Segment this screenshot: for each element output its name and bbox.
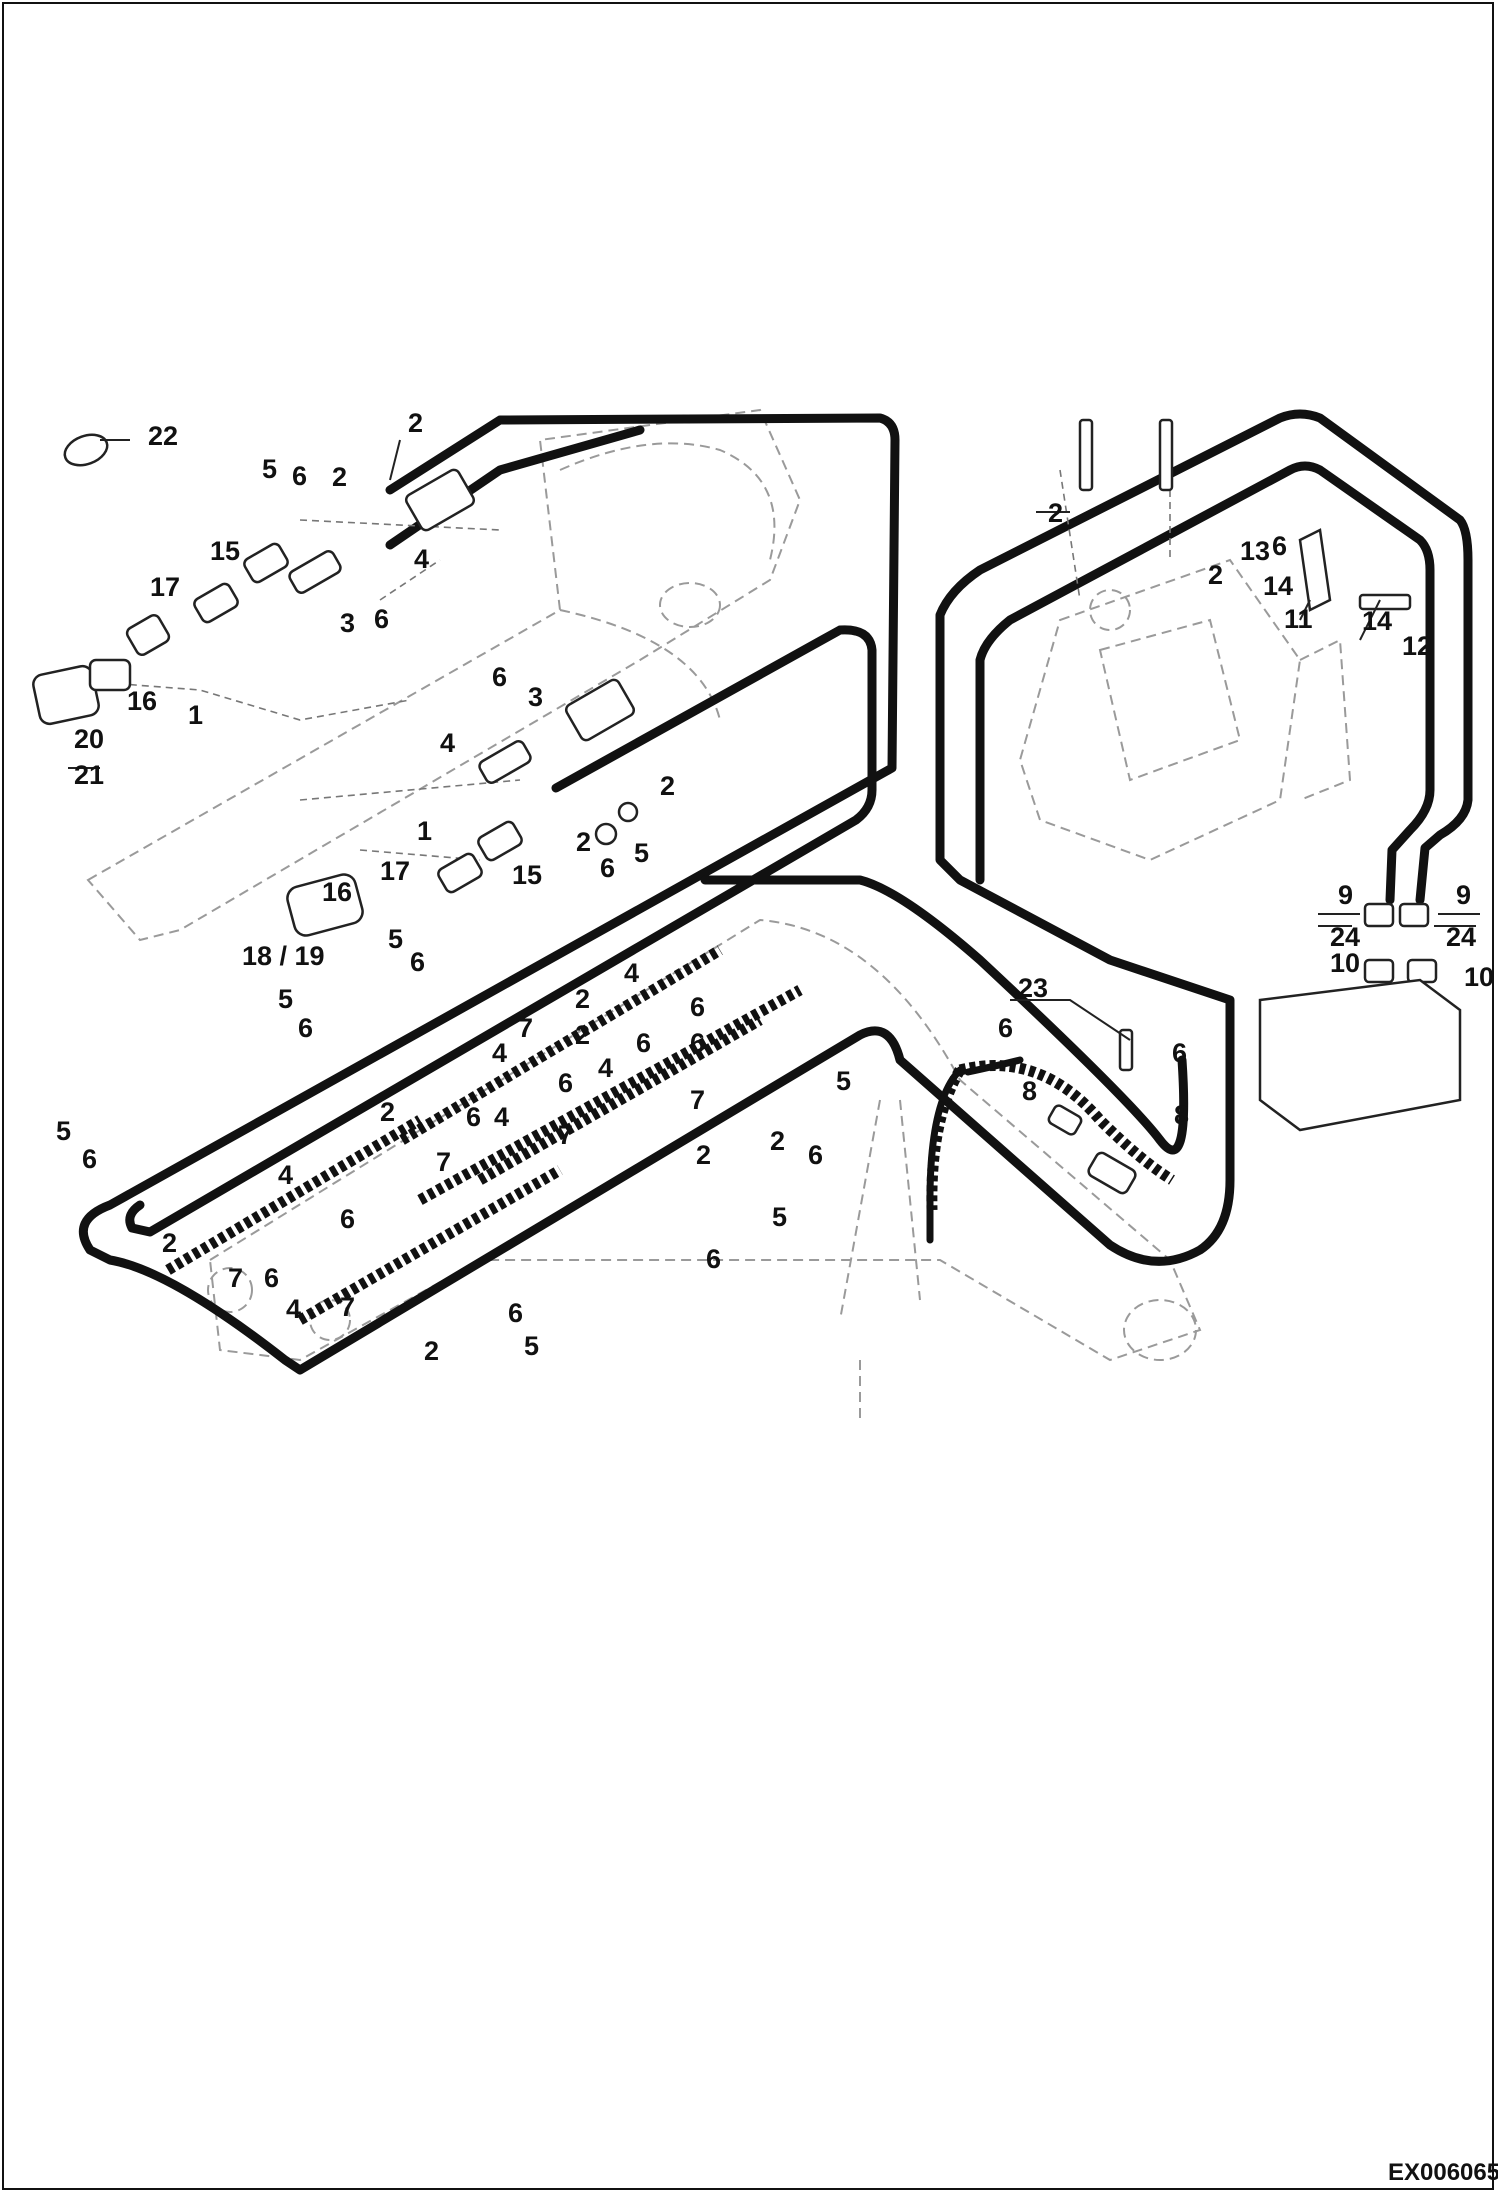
callout-number: 4 <box>598 1053 613 1083</box>
callout-number: 7 <box>518 1013 533 1043</box>
callout-number: 2 <box>576 827 591 857</box>
callout-number: 6 <box>706 1244 721 1274</box>
callout-number: 4 <box>494 1102 509 1132</box>
assembly-lines <box>69 430 1171 861</box>
callout-number: 4 <box>286 1294 301 1324</box>
callout-number: 12 <box>1402 631 1432 661</box>
callout-number: 1 <box>188 700 203 730</box>
callout-number: 6 <box>998 1013 1013 1043</box>
callout-number: 4 <box>414 544 429 574</box>
callout-number: 13 <box>1240 536 1270 566</box>
callout-number: 2 <box>332 462 347 492</box>
callout-number: 5 <box>634 838 649 868</box>
callout-number: 24 <box>1446 922 1476 952</box>
callout-number: 7 <box>228 1263 243 1293</box>
leader-lines <box>68 439 1480 1041</box>
callout-number: 24 <box>1330 922 1360 952</box>
callout-number: 7 <box>436 1147 451 1177</box>
components <box>32 418 1462 1195</box>
callout-number: 1 <box>417 816 432 846</box>
coiled-hoses <box>165 945 1175 1325</box>
callout-number: 6 <box>1272 531 1287 561</box>
swing-bracket-outline <box>1018 558 1352 862</box>
callout-number: 6 <box>298 1013 313 1043</box>
callout-number: 9 <box>1338 880 1353 910</box>
callout-number: 4 <box>278 1160 293 1190</box>
callout-number: 17 <box>380 856 410 886</box>
callout-number: 10 <box>1330 948 1360 978</box>
callout-number: 6 <box>1172 1038 1187 1068</box>
callout-number: 17 <box>150 572 180 602</box>
callout-number: 9 <box>1456 880 1471 910</box>
callout-number: 6 <box>636 1028 651 1058</box>
callout-number: 5 <box>278 984 293 1014</box>
callout-number: 8 <box>1174 1100 1189 1130</box>
callout-number: 2 <box>575 984 590 1014</box>
callout-number: 16 <box>127 686 157 716</box>
callout-number: 4 <box>624 958 639 988</box>
callout-number: 10 <box>1464 962 1494 992</box>
callout-number: 6 <box>600 853 615 883</box>
callout-number: 3 <box>528 682 543 712</box>
callout-number: 5 <box>388 924 403 954</box>
callout-number: 21 <box>74 760 104 790</box>
callout-number: 2 <box>380 1097 395 1127</box>
callout-number: 7 <box>690 1085 705 1115</box>
callout-number: 6 <box>492 662 507 692</box>
callout-number: 7 <box>340 1292 355 1322</box>
callout-number: 3 <box>340 608 355 638</box>
callout-number: 6 <box>410 947 425 977</box>
callout-number: 6 <box>374 604 389 634</box>
callout-number: 5 <box>262 454 277 484</box>
callout-number: 14 <box>1263 571 1293 601</box>
callout-number: 6 <box>690 992 705 1022</box>
callout-number: 7 <box>558 1120 573 1150</box>
callout-number: 5 <box>836 1066 851 1096</box>
callout-number: 15 <box>512 860 542 890</box>
callout-number: 2 <box>424 1336 439 1366</box>
callout-number: 22 <box>148 421 178 451</box>
callout-number: 2 <box>575 1020 590 1050</box>
callout-number: 2 <box>660 771 675 801</box>
callout-number: 18 / 19 <box>242 941 325 971</box>
callout-number: 6 <box>292 461 307 491</box>
callout-number: 5 <box>56 1116 71 1146</box>
callout-number: 6 <box>690 1028 705 1058</box>
callout-number: 6 <box>466 1102 481 1132</box>
callout-number: 14 <box>1362 606 1392 636</box>
callout-number: 8 <box>1022 1076 1037 1106</box>
callout-number: 2 <box>1048 498 1063 528</box>
callout-number: 4 <box>440 728 455 758</box>
callout-number: 2 <box>408 408 423 438</box>
callout-number: 2 <box>1208 560 1223 590</box>
hydraulic-hoses <box>78 409 1473 1375</box>
dipper-outline <box>207 918 1202 1420</box>
callout-number: 20 <box>74 724 104 754</box>
callout-number: 6 <box>808 1140 823 1170</box>
callout-number: 2 <box>770 1126 785 1156</box>
callout-number: 4 <box>492 1038 507 1068</box>
callout-number: 5 <box>524 1331 539 1361</box>
drawing-id: EX006065 <box>1388 2159 1498 2186</box>
callout-number: 2 <box>696 1140 711 1170</box>
callout-number: 5 <box>772 1202 787 1232</box>
callout-number: 23 <box>1018 973 1048 1003</box>
callout-number: 6 <box>508 1298 523 1328</box>
callout-number: 11 <box>1284 604 1313 634</box>
callout-number: 6 <box>340 1204 355 1234</box>
callout-number: 2 <box>162 1228 177 1258</box>
callout-number: 16 <box>322 877 352 907</box>
callout-number: 6 <box>558 1068 573 1098</box>
callout-number: 6 <box>264 1263 279 1293</box>
callout-number: 15 <box>210 536 240 566</box>
callout-number: 6 <box>82 1144 97 1174</box>
